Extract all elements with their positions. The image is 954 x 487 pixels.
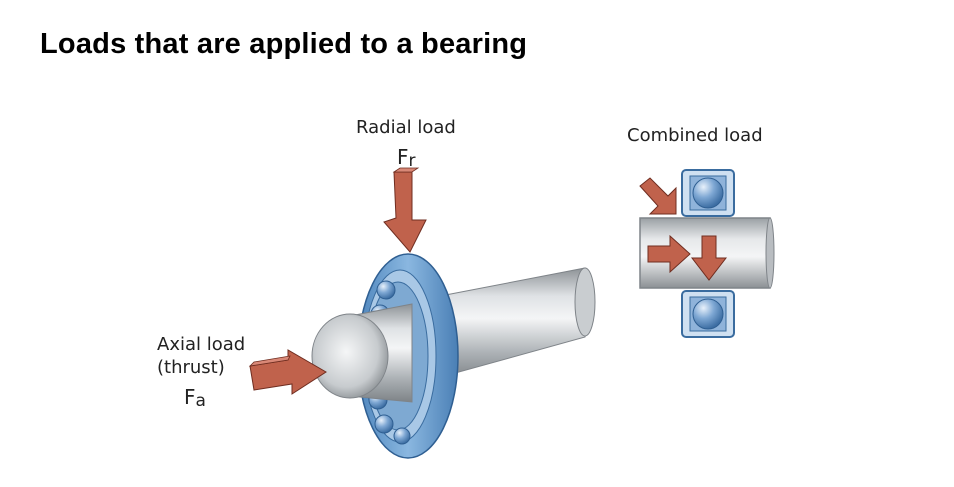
combined-radial-arrow — [690, 235, 728, 281]
radial-load-arrow — [383, 167, 427, 253]
combined-load-section — [639, 169, 775, 338]
axial-load-label: Axial load — [157, 334, 246, 355]
radial-load-symbol: Fr — [397, 145, 416, 171]
axial-load-symbol: Fa — [184, 385, 206, 411]
main-shaft — [429, 267, 596, 381]
axial-load-arrow — [248, 349, 327, 395]
axial-thrust-label: (thrust) — [157, 357, 225, 378]
shaft-front-end — [311, 303, 413, 403]
radial-load-label: Radial load — [356, 117, 456, 138]
combined-diagonal-arrow — [639, 177, 677, 215]
combined-load-label: Combined load — [627, 125, 763, 146]
page-title: Loads that are applied to a bearing — [40, 28, 528, 60]
combined-axial-arrow — [647, 234, 691, 274]
